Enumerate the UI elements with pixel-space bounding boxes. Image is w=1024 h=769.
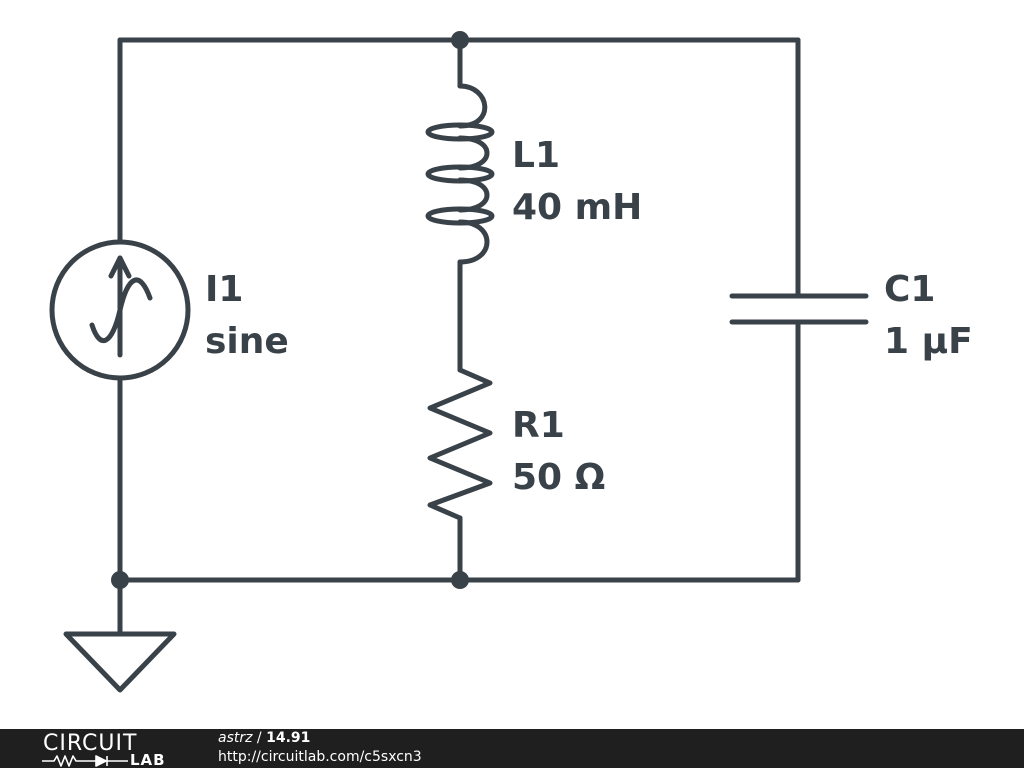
current-source-i1-name: I1 xyxy=(205,269,244,310)
inductor-l1-label: L1 40 mH xyxy=(512,130,642,234)
credit-line: astrz / 14.91 xyxy=(218,730,310,746)
logo-resistor-diode-icon xyxy=(42,755,128,767)
current-source-i1-symbol xyxy=(49,239,191,381)
junction-dot xyxy=(451,31,469,49)
resistor-r1-label: R1 50 Ω xyxy=(512,400,605,504)
author-link[interactable]: astrz xyxy=(218,730,253,746)
capacitor-c1-symbol xyxy=(729,293,869,325)
version-number: 14.91 xyxy=(266,730,311,746)
junction-dot xyxy=(111,571,129,589)
resistor-r1-value: 50 Ω xyxy=(512,457,606,498)
resistor-r1-name: R1 xyxy=(512,405,565,446)
ground-symbol xyxy=(63,631,177,693)
footer-bar: CIRCUIT LAB astrz / 14.91 http://circuit… xyxy=(0,729,1024,769)
inductor-l1-value: 40 mH xyxy=(512,187,643,228)
circuit-schematic xyxy=(49,31,869,693)
capacitor-c1-label: C1 1 µF xyxy=(884,264,973,368)
circuit-url-link[interactable]: http://circuitlab.com/c5sxcn3 xyxy=(218,749,422,765)
capacitor-c1-value: 1 µF xyxy=(884,321,973,362)
inductor-l1-name: L1 xyxy=(512,135,560,176)
circuitlab-logo: CIRCUIT LAB xyxy=(40,731,180,769)
credit-separator: / xyxy=(252,730,267,746)
junction-dot xyxy=(451,571,469,589)
logo-text-circuit: CIRCUIT xyxy=(43,731,138,756)
capacitor-c1-name: C1 xyxy=(884,269,936,310)
logo-text-lab: LAB xyxy=(130,751,166,769)
current-source-i1-label: I1 sine xyxy=(205,264,289,368)
current-source-i1-value: sine xyxy=(205,321,289,362)
resistor-r1-symbol xyxy=(427,367,493,521)
inductor-l1-symbol xyxy=(425,83,495,265)
